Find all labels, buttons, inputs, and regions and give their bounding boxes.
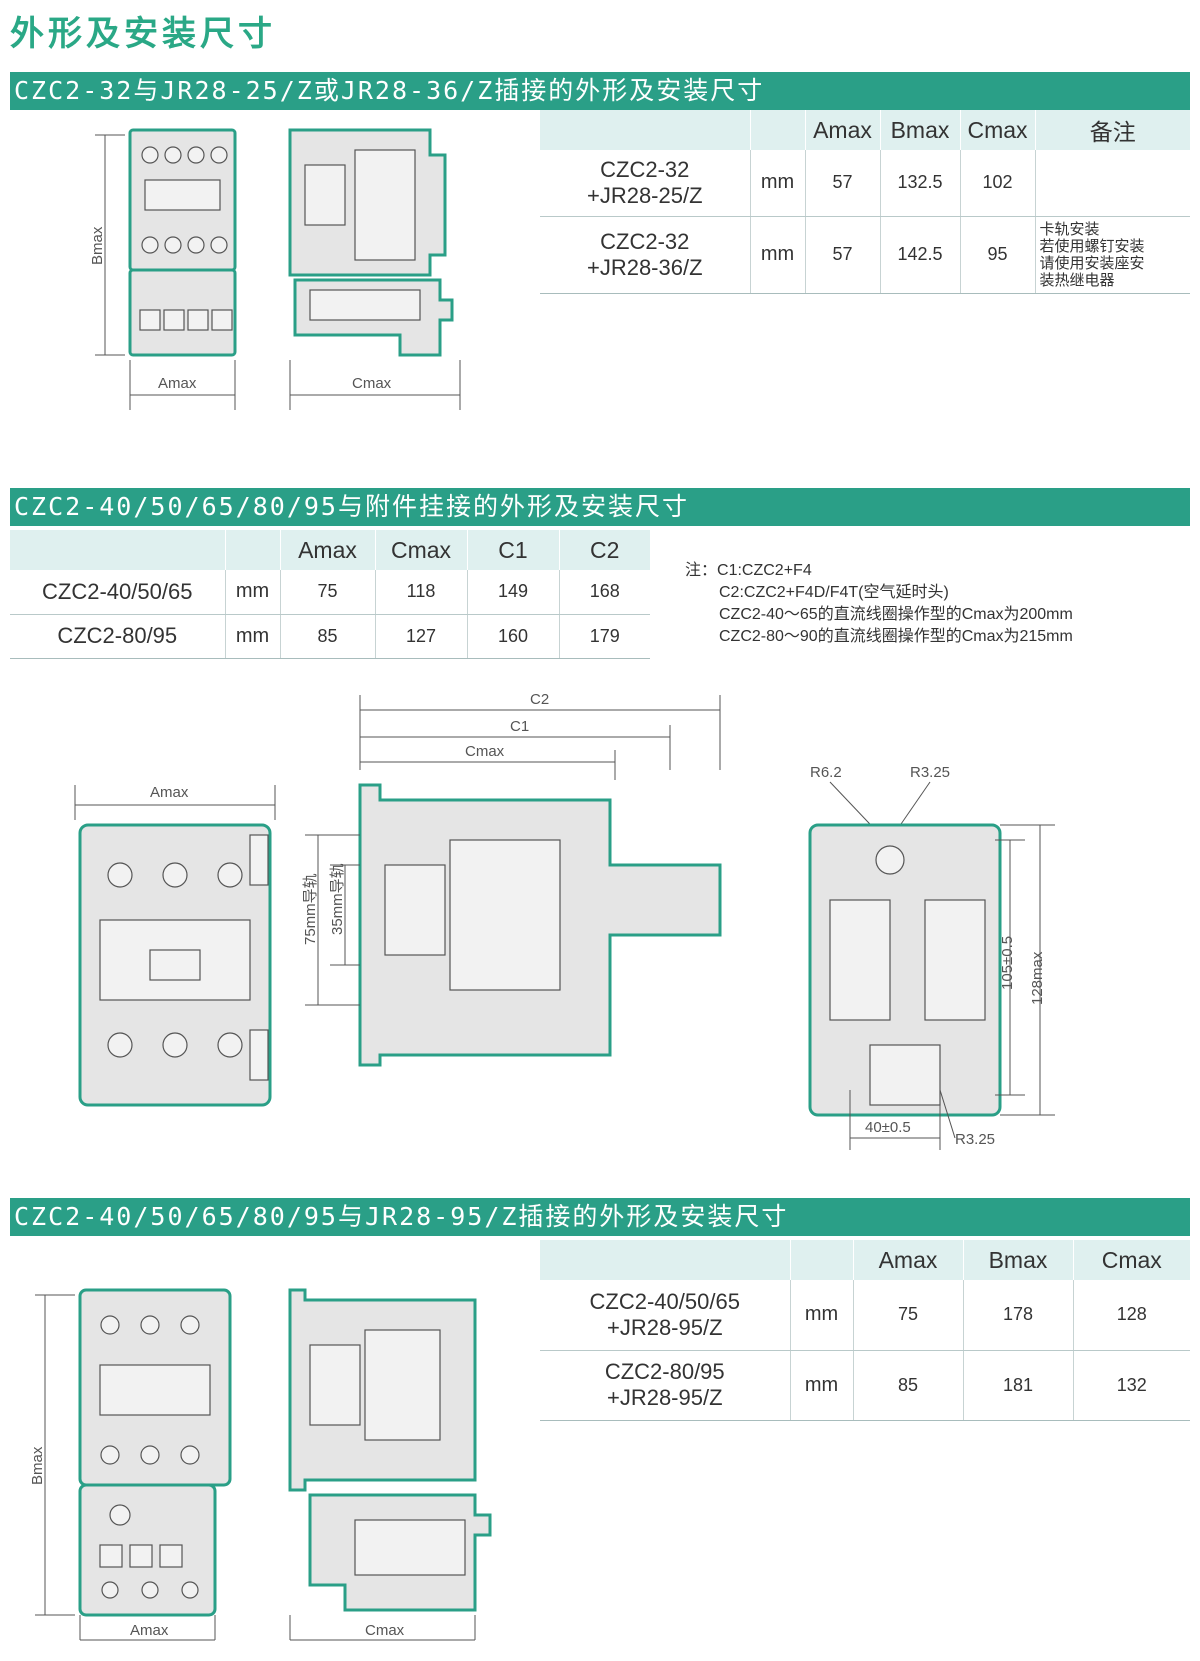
header-model bbox=[540, 110, 750, 150]
section2-side-drawing: C2 C1 Cmax 75mm导轨 35mm导轨 bbox=[302, 691, 722, 1067]
model-cell: CZC2-80/95 +JR28-95/Z bbox=[540, 1350, 790, 1421]
section1-front-drawing: Bmax Amax bbox=[89, 128, 237, 410]
r325-bottom-label: R3.25 bbox=[955, 1131, 995, 1148]
section2-front-drawing: Amax bbox=[74, 784, 276, 1107]
header-cmax: Cmax bbox=[374, 530, 467, 570]
unit-cell: mm bbox=[749, 216, 805, 294]
model-cell: CZC2-40/50/65 bbox=[10, 570, 225, 615]
rail-35-label: 35mm导轨 bbox=[329, 863, 346, 935]
table-row: CZC2-32 +JR28-36/Z mm 57 142.5 95 卡轨安装 若… bbox=[540, 216, 1190, 294]
amax-label: Amax bbox=[158, 375, 197, 392]
cmax-cell: 132 bbox=[1072, 1350, 1190, 1421]
header-unit bbox=[224, 530, 280, 570]
section3-table: Amax Bmax Cmax CZC2-40/50/65 +JR28-95/Z … bbox=[540, 1240, 1190, 1421]
remark-cell bbox=[1034, 150, 1190, 217]
table-row: CZC2-80/95 +JR28-95/Z mm 85 181 132 bbox=[540, 1350, 1190, 1421]
section2-banner: CZC2-40/50/65/80/95与附件挂接的外形及安装尺寸 bbox=[10, 488, 1190, 526]
amax-cell: 75 bbox=[279, 570, 375, 615]
amax-cell: 57 bbox=[804, 216, 880, 294]
header-c2: C2 bbox=[558, 530, 650, 570]
cmax-label: Cmax bbox=[352, 375, 392, 392]
remark-cell: 卡轨安装 若使用螺钉安装 请使用安装座安 装热继电器 bbox=[1034, 216, 1190, 294]
c1-cell: 160 bbox=[466, 614, 559, 659]
page-title: 外形及安装尺寸 bbox=[10, 14, 276, 54]
header-cmax: Cmax bbox=[1072, 1240, 1190, 1280]
c2-cell: 168 bbox=[558, 570, 650, 615]
header-amax: Amax bbox=[279, 530, 375, 570]
header-bmax: Bmax bbox=[879, 110, 960, 150]
model-cell: CZC2-32 +JR28-36/Z bbox=[540, 216, 750, 294]
table-row: CZC2-40/50/65 +JR28-95/Z mm 75 178 128 bbox=[540, 1280, 1190, 1351]
r325-top-label: R3.25 bbox=[910, 764, 950, 781]
model-cell: CZC2-32 +JR28-25/Z bbox=[540, 150, 750, 217]
unit-cell: mm bbox=[749, 150, 805, 217]
amax-label: Amax bbox=[130, 1622, 169, 1639]
header-remark: 备注 bbox=[1034, 110, 1190, 150]
table-row: CZC2-40/50/65 mm 75 118 149 168 bbox=[10, 570, 650, 615]
c1-label: C1 bbox=[510, 718, 529, 735]
amax-cell: 85 bbox=[279, 614, 375, 659]
section3-banner: CZC2-40/50/65/80/95与JR28-95/Z插接的外形及安装尺寸 bbox=[10, 1198, 1190, 1236]
cmax-cell: 95 bbox=[959, 216, 1035, 294]
table-row: CZC2-80/95 mm 85 127 160 179 bbox=[10, 614, 650, 659]
dim-40-label: 40±0.5 bbox=[865, 1119, 911, 1136]
bmax-label: Bmax bbox=[29, 1446, 46, 1485]
cmax-cell: 128 bbox=[1072, 1280, 1190, 1351]
unit-cell: mm bbox=[789, 1280, 853, 1351]
header-unit bbox=[749, 110, 805, 150]
amax-label: Amax bbox=[150, 784, 189, 801]
unit-cell: mm bbox=[224, 570, 280, 615]
section3-front-drawing: Bmax Amax bbox=[29, 1288, 232, 1641]
dim-128-label: 128max bbox=[1029, 951, 1046, 1005]
cmax-cell: 118 bbox=[374, 570, 467, 615]
bmax-cell: 178 bbox=[962, 1280, 1073, 1351]
cmax-label: Cmax bbox=[465, 743, 505, 760]
amax-cell: 85 bbox=[852, 1350, 963, 1421]
header-c1: C1 bbox=[466, 530, 559, 570]
unit-cell: mm bbox=[789, 1350, 853, 1421]
section2-base-drawing: R6.2 R3.25 105±0.5 128max 40±0.5 R3.25 bbox=[808, 764, 1055, 1150]
dim-105-label: 105±0.5 bbox=[999, 936, 1016, 990]
header-amax: Amax bbox=[852, 1240, 963, 1280]
model-cell: CZC2-40/50/65 +JR28-95/Z bbox=[540, 1280, 790, 1351]
section2-table: Amax Cmax C1 C2 CZC2-40/50/65 mm 75 118 … bbox=[10, 530, 650, 659]
bmax-cell: 181 bbox=[962, 1350, 1073, 1421]
rail-75-label: 75mm导轨 bbox=[302, 873, 319, 945]
bmax-cell: 132.5 bbox=[879, 150, 960, 217]
cmax-cell: 127 bbox=[374, 614, 467, 659]
header-model bbox=[540, 1240, 790, 1280]
header-cmax: Cmax bbox=[959, 110, 1035, 150]
section3-side-drawing: Cmax bbox=[288, 1288, 492, 1641]
c2-label: C2 bbox=[530, 691, 549, 708]
section1-table: Amax Bmax Cmax 备注 CZC2-32 +JR28-25/Z mm … bbox=[540, 110, 1190, 294]
section1-banner: CZC2-32与JR28-25/Z或JR28-36/Z插接的外形及安装尺寸 bbox=[10, 72, 1190, 110]
amax-cell: 75 bbox=[852, 1280, 963, 1351]
table-row: CZC2-32 +JR28-25/Z mm 57 132.5 102 bbox=[540, 150, 1190, 217]
r62-label: R6.2 bbox=[810, 764, 842, 781]
header-model bbox=[10, 530, 225, 570]
bmax-cell: 142.5 bbox=[879, 216, 960, 294]
cmax-cell: 102 bbox=[959, 150, 1035, 217]
header-unit bbox=[789, 1240, 853, 1280]
bmax-label: Bmax bbox=[89, 226, 106, 265]
model-cell: CZC2-80/95 bbox=[10, 614, 225, 659]
amax-cell: 57 bbox=[804, 150, 880, 217]
cmax-label: Cmax bbox=[365, 1622, 405, 1639]
section1-side-drawing: Cmax bbox=[288, 128, 461, 410]
header-amax: Amax bbox=[804, 110, 880, 150]
header-bmax: Bmax bbox=[962, 1240, 1073, 1280]
c2-cell: 179 bbox=[558, 614, 650, 659]
c1-cell: 149 bbox=[466, 570, 559, 615]
section2-note: 注：C1:CZC2+F4 C2:CZC2+F4D/F4T(空气延时头) CZC2… bbox=[685, 562, 1073, 645]
unit-cell: mm bbox=[224, 614, 280, 659]
